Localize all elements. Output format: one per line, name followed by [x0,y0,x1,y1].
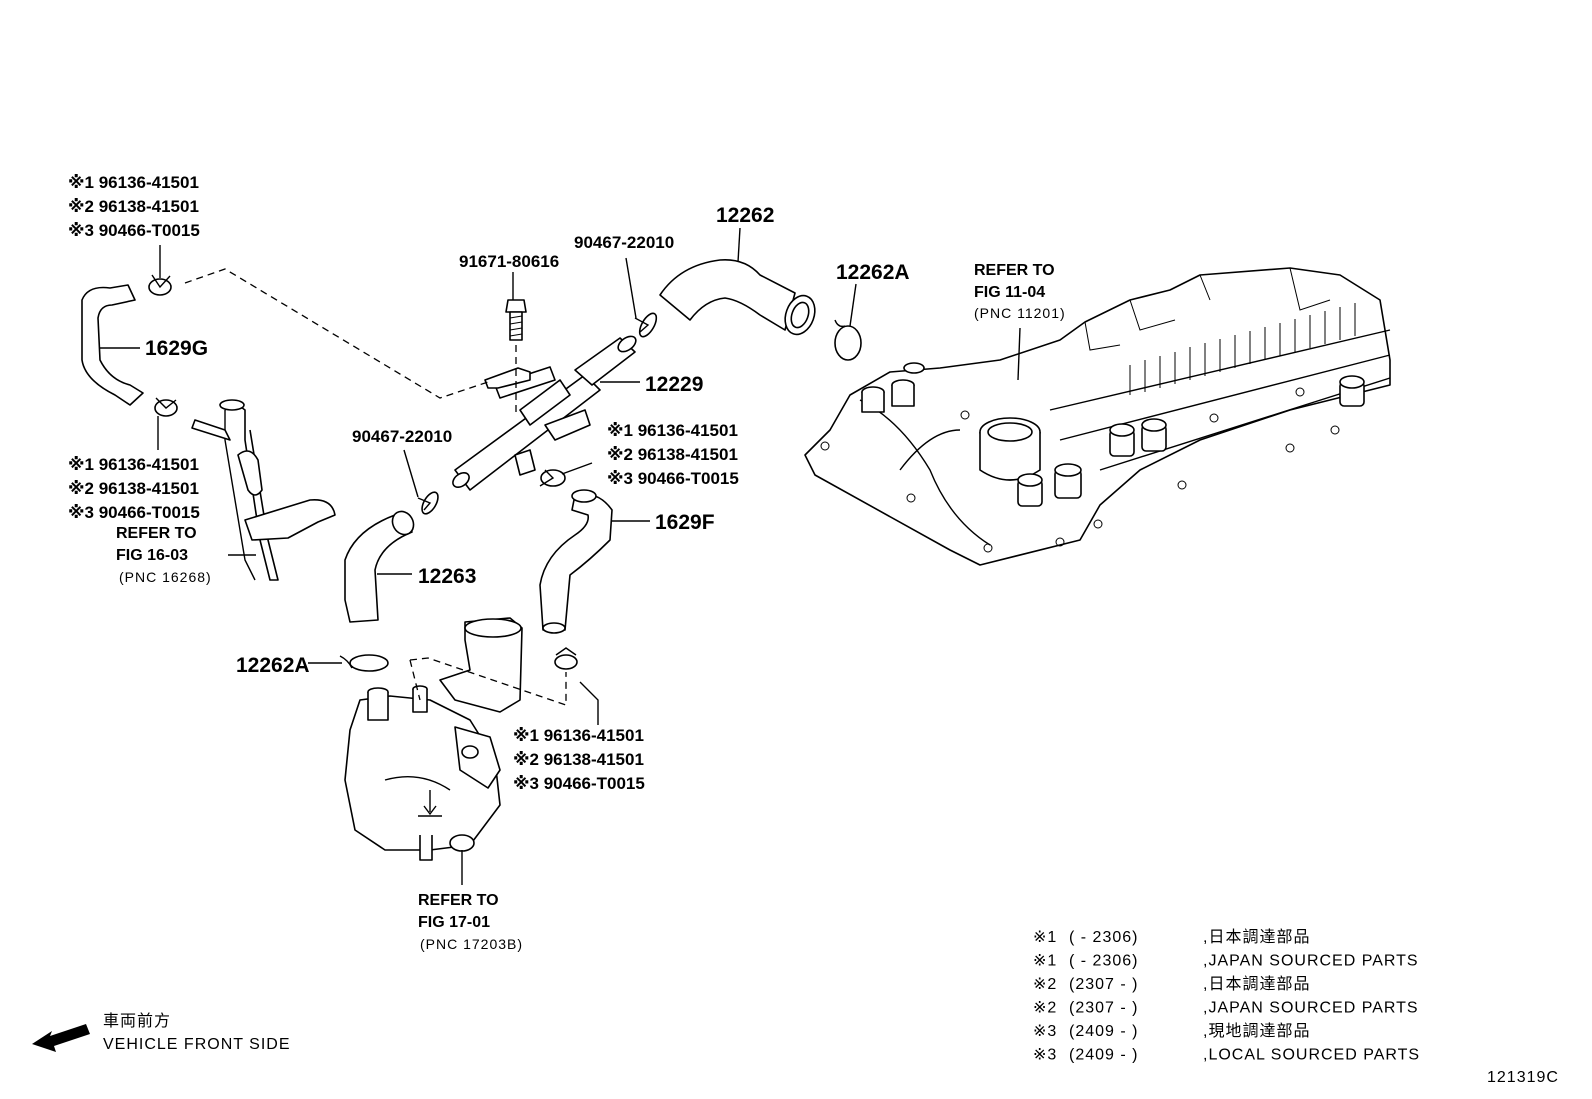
front-label-jp: 車両前方 [103,1012,171,1030]
label-90467-22010-mid: 90467-22010 [352,427,452,446]
dashed-line-clip-to-pipe [184,268,489,399]
callout-line: ※1 96136-41501 [513,726,644,745]
callout-line: ※1 96136-41501 [607,421,738,440]
callout-line: ※1 96136-41501 [68,173,199,192]
legend-range: (2409 - ) [1069,1047,1138,1064]
label-90467-22010-top: 90467-22010 [574,233,674,252]
callout-line: ※2 96138-41501 [607,445,738,464]
legend-text: ,日本調達部品 [1203,975,1310,993]
plug-12262a-left [339,654,389,672]
refer-fig-11-04: REFER TO FIG 11-04 (PNC 11201) [974,262,1066,321]
callout-line: ※2 96138-41501 [68,197,199,216]
callout-clip-top-left: ※1 96136-41501 ※2 96138-41501 ※3 90466-T… [68,173,200,240]
label-12262a-top: 12262A [836,261,910,284]
refer-fig-17-01: REFER TO FIG 17-01 (PNC 17203B) [418,892,523,952]
label-12263: 12263 [418,565,476,588]
plug-12262a-top [834,319,862,361]
pipe-fitting [484,367,531,389]
legend-mark: ※2 [1033,1000,1057,1017]
refer-pnc: (PNC 16268) [119,569,212,585]
refer-line: FIG 16-03 [116,547,188,564]
legend-range: ( - 2306) [1069,929,1138,946]
refer-line: REFER TO [974,262,1055,279]
legend-range: (2409 - ) [1069,1023,1138,1040]
leader-lines [100,227,1021,885]
dashed-line-outlet [409,657,567,706]
legend-mark: ※3 [1033,1023,1057,1040]
legend-text: ,LOCAL SOURCED PARTS [1203,1047,1420,1064]
legend-range: (2307 - ) [1069,976,1138,993]
label-12262a-left: 12262A [236,654,310,677]
refer-line: FIG 17-01 [418,914,490,931]
callout-clip-center-right: ※1 96136-41501 ※2 96138-41501 ※3 90466-T… [607,421,739,488]
hose-clip-left-mid [154,397,178,417]
water-outlet-housing [344,617,523,861]
callout-line: ※2 96138-41501 [68,479,199,498]
legend-mark: ※1 [1033,953,1057,970]
illustration-id: 121319C [1487,1069,1559,1086]
label-91671-80616: 91671-80616 [459,252,559,271]
heater-pipe [191,399,336,581]
legend-range: (2307 - ) [1069,1000,1138,1017]
callout-line: ※3 90466-T0015 [607,469,739,488]
hose-1629f [539,489,613,634]
front-arrow-icon [32,1024,90,1052]
clamp-90467-mid [417,491,439,515]
vehicle-front-indicator: 車両前方 VEHICLE FRONT SIDE [32,1012,291,1053]
refer-fig-16-03: REFER TO FIG 16-03 (PNC 16268) [116,525,212,585]
cylinder-head-cover [804,267,1391,566]
label-1629f: 1629F [655,511,715,534]
legend-text: ,日本調達部品 [1203,928,1310,946]
label-1629g: 1629G [145,337,208,360]
legend-mark: ※1 [1033,929,1057,946]
callout-line: ※1 96136-41501 [68,455,199,474]
legend-range: ( - 2306) [1069,953,1138,970]
callout-clip-bottom: ※1 96136-41501 ※2 96138-41501 ※3 90466-T… [513,726,645,793]
label-12229: 12229 [645,373,703,396]
hose-clip-top-left [148,274,172,296]
callout-line: ※2 96138-41501 [513,750,644,769]
water-hose-12263 [344,510,415,623]
hose-clip-center-right [539,469,566,487]
callout-line: ※3 90466-T0015 [68,503,200,522]
callout-clip-left-mid: ※1 96136-41501 ※2 96138-41501 ※3 90466-T… [68,455,200,522]
legend: ※1 ( - 2306) ,日本調達部品 ※1 ( - 2306) ,JAPAN SOUR… [1033,928,1420,1064]
front-label-en: VEHICLE FRONT SIDE [103,1036,291,1053]
legend-mark: ※2 [1033,976,1057,993]
water-hose-12262 [659,258,816,336]
callout-line: ※3 90466-T0015 [68,221,200,240]
legend-text: ,JAPAN SOURCED PARTS [1203,953,1419,970]
label-12262: 12262 [716,204,774,227]
legend-text: ,JAPAN SOURCED PARTS [1203,1000,1419,1017]
refer-line: REFER TO [418,892,499,909]
callout-line: ※3 90466-T0015 [513,774,645,793]
bolt [505,299,527,341]
legend-text: ,現地調達部品 [1203,1022,1310,1040]
refer-line: REFER TO [116,525,197,542]
refer-pnc: (PNC 17203B) [420,936,523,952]
hose-1629g [81,284,144,406]
refer-line: FIG 11-04 [974,284,1045,301]
hose-clip-bottom [554,647,578,670]
water-bypass-pipe [452,335,637,491]
legend-mark: ※3 [1033,1047,1057,1064]
clamp-90467-top [634,312,658,338]
refer-pnc: (PNC 11201) [974,305,1066,321]
